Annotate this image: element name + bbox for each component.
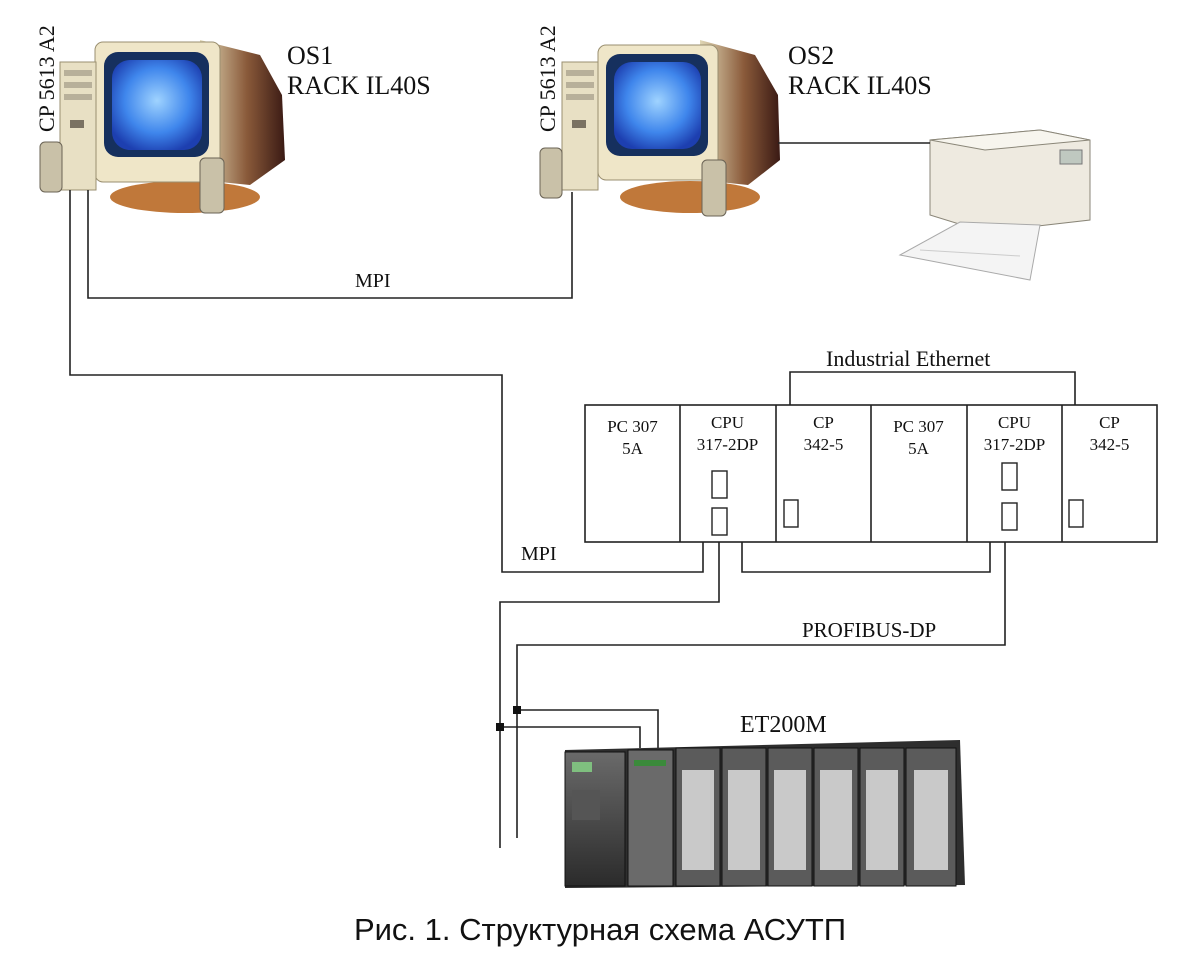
- slot-5-line1: CPU: [997, 413, 1032, 432]
- os2-name: OS2: [788, 41, 835, 70]
- industrial-ethernet-label: Industrial Ethernet: [826, 346, 991, 371]
- plc-rack: [584, 404, 1158, 543]
- mpi-bottom-label: MPI: [521, 543, 557, 565]
- mpi-top-label: MPI: [355, 270, 391, 292]
- bus-node-2: [513, 706, 521, 714]
- et200m-label: ET200M: [740, 712, 827, 738]
- rack-slot-2: CPU 317-2DP: [680, 412, 775, 456]
- figure-caption: Рис. 1. Структурная схема АСУТП: [353, 912, 847, 947]
- slot-2-line1: CPU: [710, 413, 745, 432]
- rack-slot-6: CP 342-5: [1062, 412, 1157, 456]
- slot-4-line1: PC 307: [893, 417, 944, 436]
- workstation-os1-icon: [39, 40, 285, 214]
- slot-5-line2: 317-2DP: [983, 435, 1046, 454]
- workstation-os2-icon: [539, 40, 780, 217]
- slot-2-line2: 317-2DP: [696, 435, 759, 454]
- et200m-device-icon: [564, 740, 965, 888]
- os1-card-label: CP 5613 A2: [34, 25, 59, 132]
- slot-3-line1: CP: [813, 413, 834, 432]
- os2-rack: RACK IL40S: [788, 71, 932, 100]
- rack-slot-5: CPU 317-2DP: [967, 412, 1062, 456]
- slot-1-line1: PC 307: [607, 417, 658, 436]
- bus-node-1: [496, 723, 504, 731]
- os1-name: OS1: [287, 41, 334, 70]
- slot-6-line1: CP: [1099, 413, 1120, 432]
- rack-slot-3: CP 342-5: [776, 412, 871, 456]
- printer-icon: [898, 129, 1091, 281]
- rack-slot-4: PC 307 5A: [871, 416, 966, 460]
- slot-4-line2: 5A: [908, 439, 929, 458]
- os2-card-label: CP 5613 A2: [535, 25, 560, 132]
- rack-slot-1: PC 307 5A: [585, 416, 680, 460]
- slot-1-line2: 5A: [622, 439, 643, 458]
- slot-6-line2: 342-5: [1089, 435, 1130, 454]
- slot-3-line2: 342-5: [803, 435, 844, 454]
- os1-rack: RACK IL40S: [287, 71, 431, 100]
- profibus-label: PROFIBUS-DP: [802, 618, 937, 642]
